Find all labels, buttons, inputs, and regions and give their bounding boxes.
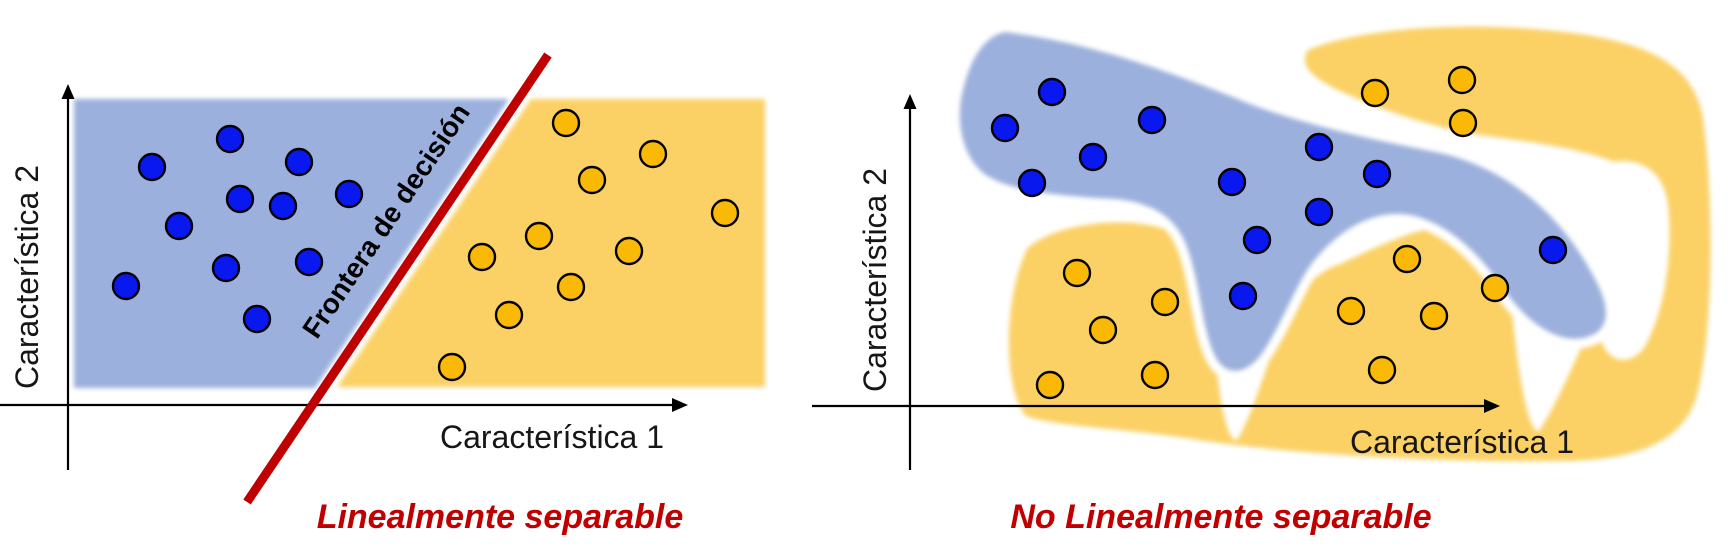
data-point-clase-azul [1228,281,1258,311]
data-point-clase-amarilla [1150,287,1180,317]
data-point-clase-azul [137,152,167,182]
data-point-clase-amarilla [551,108,581,138]
left-blue-region [74,99,509,388]
right-blue-region [949,22,1616,381]
data-point-clase-azul [1017,168,1047,198]
left-y-axis-arrow-icon [61,84,75,99]
data-point-clase-azul [284,147,314,177]
right-regions [949,22,1711,462]
data-point-clase-amarilla [1360,78,1390,108]
data-point-clase-azul [1078,142,1108,172]
left-y-axis-label: Característica 2 [9,165,45,389]
data-point-clase-azul [225,184,255,214]
right-y-axis-label: Característica 2 [857,168,893,392]
data-point-clase-azul [294,247,324,277]
left-caption: Linealmente separable [317,498,684,536]
left-axes [0,84,688,470]
data-point-clase-amarilla [1140,360,1170,390]
data-point-clase-amarilla [524,221,554,251]
data-point-clase-amarilla [1062,258,1092,288]
data-point-clase-amarilla [494,300,524,330]
data-point-clase-azul [990,113,1020,143]
right-caption: No Linealmente separable [1010,498,1431,536]
data-point-clase-amarilla [1448,108,1478,138]
data-point-clase-amarilla [638,139,668,169]
left-panel: Frontera de decisión Característica 1 Ca… [0,52,765,536]
left-x-axis-arrow-icon [672,398,688,412]
data-point-clase-amarilla [614,236,644,266]
right-yellow-region [1008,26,1711,462]
left-decision-boundary-line [243,52,552,505]
data-point-clase-azul [1137,105,1167,135]
right-x-axis-arrow-icon [1484,399,1500,413]
data-point-clase-amarilla [467,242,497,272]
left-scatter-points [111,108,740,382]
right-panel: Característica 1 Característica 2 No Lin… [812,22,1711,536]
data-point-clase-azul [242,304,272,334]
right-axes [812,94,1500,470]
data-point-clase-azul [215,124,245,154]
data-point-clase-azul [1304,132,1334,162]
data-point-clase-amarilla [1088,315,1118,345]
right-x-axis-label: Característica 1 [1350,424,1574,460]
data-point-clase-azul [1217,167,1247,197]
right-y-axis-arrow-icon [903,94,917,109]
data-point-clase-amarilla [1367,355,1397,385]
data-point-clase-azul [1362,159,1392,189]
right-scatter-points [990,65,1568,400]
data-point-clase-amarilla [577,165,607,195]
data-point-clase-azul [1538,235,1568,265]
data-point-clase-azul [211,253,241,283]
data-point-clase-amarilla [1392,244,1422,274]
data-point-clase-amarilla [1419,301,1449,331]
data-point-clase-azul [111,271,141,301]
data-point-clase-amarilla [710,198,740,228]
data-point-clase-azul [1242,225,1272,255]
data-point-clase-amarilla [1480,273,1510,303]
data-point-clase-amarilla [1336,296,1366,326]
data-point-clase-azul [268,191,298,221]
data-point-clase-azul [164,211,194,241]
data-point-clase-amarilla [1447,65,1477,95]
data-point-clase-amarilla [437,352,467,382]
data-point-clase-azul [1304,197,1334,227]
data-point-clase-azul [1037,77,1067,107]
left-x-axis-label: Característica 1 [440,419,664,455]
data-point-clase-amarilla [1035,370,1065,400]
data-point-clase-azul [334,179,364,209]
data-point-clase-amarilla [556,272,586,302]
